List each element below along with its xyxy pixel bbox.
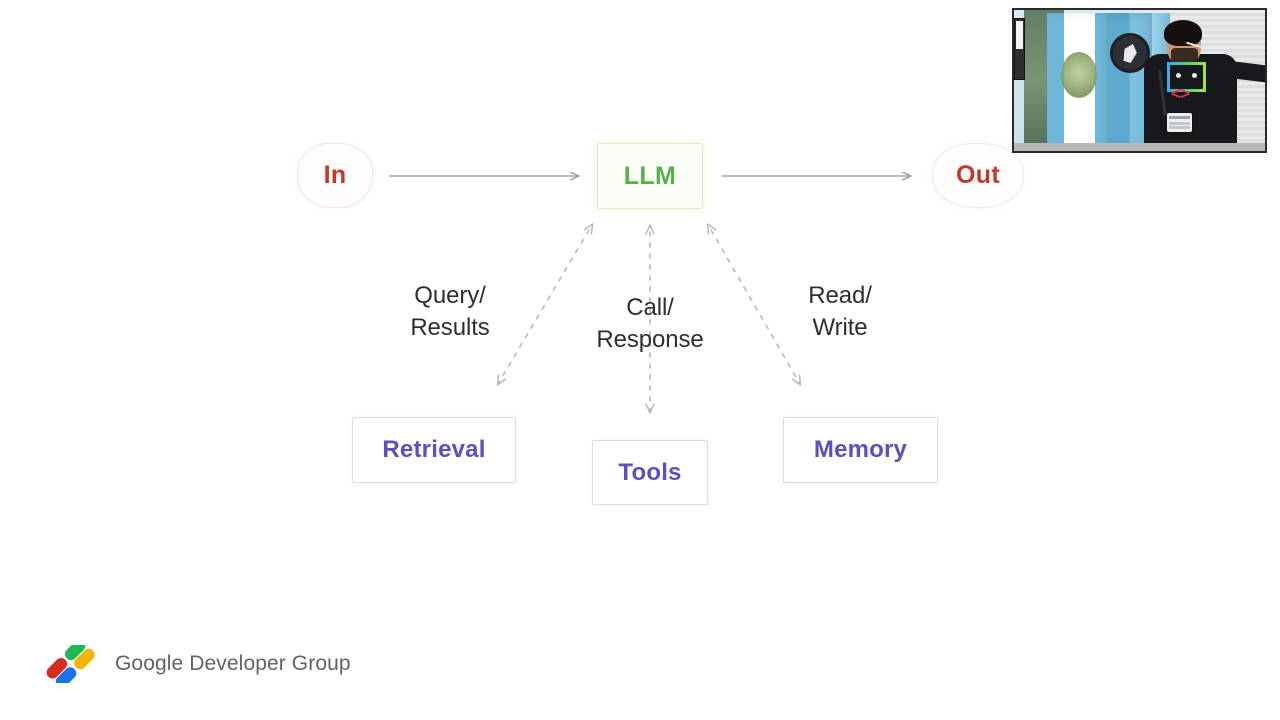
speaker-badge: [1166, 113, 1192, 133]
diagram-node-tools: Tools: [592, 440, 708, 505]
node-label-retrieval: Retrieval: [382, 436, 486, 464]
node-label-llm: LLM: [623, 161, 677, 190]
shirt-code-icon: <>: [1170, 86, 1190, 105]
speaker-hair: [1163, 19, 1202, 46]
node-label-out: Out: [956, 161, 1000, 190]
shirt-robot-icon: [1166, 61, 1206, 92]
node-label-memory: Memory: [813, 436, 908, 464]
speaker-video-overlay: <>: [1012, 8, 1267, 153]
node-label-tools: Tools: [618, 458, 682, 486]
flag-emblem-icon: [1061, 52, 1098, 99]
diagram-node-memory: Memory: [783, 417, 938, 483]
edge-label-read-write: Read/ Write: [808, 282, 872, 341]
stage-floor: [1014, 142, 1265, 151]
speaker-figure: <>: [1124, 16, 1265, 151]
diagram-node-retrieval: Retrieval: [352, 417, 516, 483]
edge-label-call-response: Call/ Response: [596, 294, 704, 353]
diagram-node-in: In: [297, 143, 373, 208]
side-panel: [1014, 18, 1025, 80]
flag-crest-icon: [1109, 33, 1150, 74]
footer-logo-text: Google Developer Group: [115, 652, 351, 675]
google-developer-group-logo-icon: [40, 645, 102, 683]
footer-branding: Google Developer Group: [40, 645, 351, 683]
video-scene: <>: [1014, 10, 1265, 151]
diagram-node-llm: LLM: [597, 143, 703, 209]
diagram-node-out: Out: [932, 143, 1024, 208]
edge-label-query-results: Query/ Results: [410, 282, 490, 341]
flag-guatemala: [1046, 12, 1112, 149]
node-label-in: In: [323, 161, 347, 190]
